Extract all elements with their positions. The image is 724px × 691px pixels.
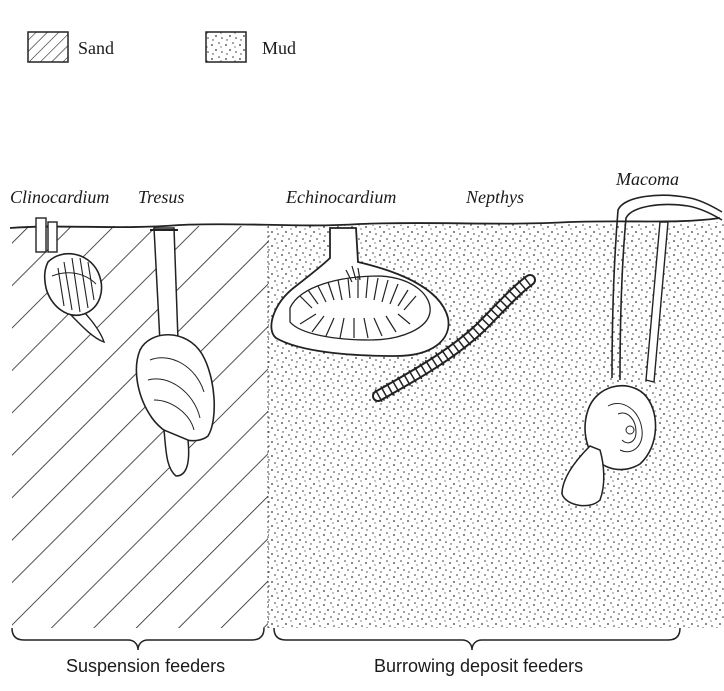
label-echinocardium: Echinocardium — [285, 187, 396, 207]
label-macoma: Macoma — [615, 169, 679, 189]
group-label-burrowing-deposit-feeders: Burrowing deposit feeders — [374, 656, 583, 676]
bracket-burrowing-deposit-feeders — [274, 628, 680, 650]
sand-swatch — [28, 32, 68, 62]
legend-label-sand: Sand — [78, 38, 114, 58]
label-nepthys: Nepthys — [465, 187, 524, 207]
group-label-suspension-feeders: Suspension feeders — [66, 656, 225, 676]
legend-item-mud: Mud — [206, 32, 296, 62]
legend-label-mud: Mud — [262, 38, 296, 58]
legend: Sand Mud — [28, 32, 296, 62]
label-tresus: Tresus — [138, 187, 184, 207]
label-clinocardium: Clinocardium — [10, 187, 109, 207]
bracket-suspension-feeders — [12, 628, 264, 650]
legend-item-sand: Sand — [28, 32, 114, 62]
mud-swatch — [206, 32, 246, 62]
